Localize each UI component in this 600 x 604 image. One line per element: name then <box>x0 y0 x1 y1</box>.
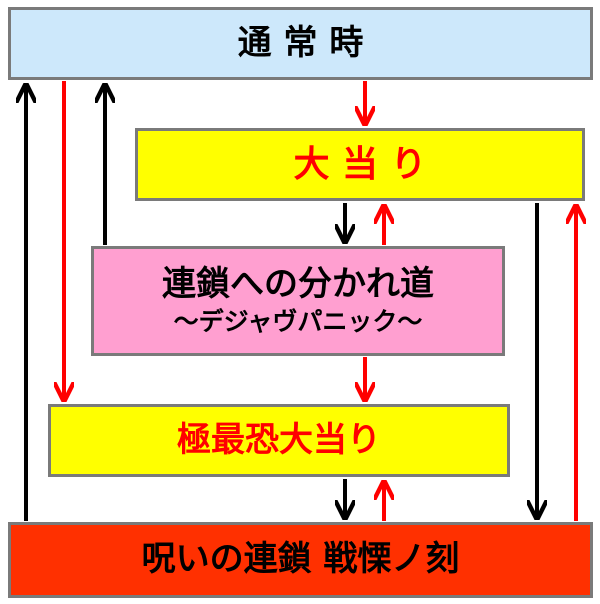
node-normal-label: 通 常 時 <box>237 22 364 63</box>
node-normal: 通 常 時 <box>8 7 593 80</box>
node-curse: 呪いの連鎖 戦慄ノ刻 <box>8 522 593 598</box>
node-curse-label: 呪いの連鎖 戦慄ノ刻 <box>141 539 460 580</box>
node-branch-label: 連鎖への分かれ道 <box>162 264 434 305</box>
node-branch-sublabel: ～デジャヴパニック～ <box>173 307 423 337</box>
node-extreme-label: 極最恐大当り <box>177 419 381 460</box>
node-extreme: 極最恐大当り <box>48 404 510 477</box>
node-big-win-label: 大 当 り <box>293 143 427 185</box>
node-big-win: 大 当 り <box>135 128 585 201</box>
node-branch: 連鎖への分かれ道 ～デジャヴパニック～ <box>91 246 505 356</box>
